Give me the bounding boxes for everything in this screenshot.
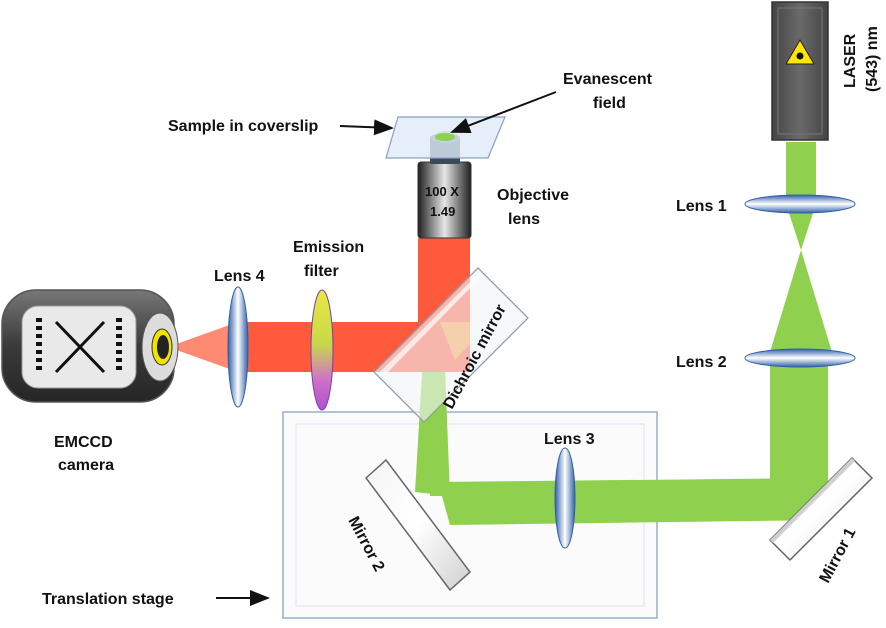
laser-label-1: LASER xyxy=(842,33,859,88)
objective-label-1: Objective xyxy=(497,187,569,204)
sample-arrow xyxy=(339,119,394,136)
emccd-camera xyxy=(1,289,179,403)
mirror-1-label: Mirror 1 xyxy=(817,525,860,586)
objective-label-2: lens xyxy=(508,211,540,228)
lens-4-label: Lens 4 xyxy=(214,268,265,285)
laser-label-2: (543) nm xyxy=(864,26,881,92)
dichroic-mirror xyxy=(373,267,529,423)
laser-source xyxy=(771,1,829,141)
camera-label-2: camera xyxy=(58,457,114,474)
lens-1-label: Lens 1 xyxy=(676,198,727,215)
emission-filter-label-1: Emission xyxy=(293,239,364,256)
lens-3 xyxy=(554,447,576,549)
laser-hazard-icon xyxy=(785,39,815,65)
sample-label: Sample in coverslip xyxy=(168,118,319,135)
lens-2-label: Lens 2 xyxy=(676,354,727,371)
lens-2 xyxy=(744,348,856,368)
camera-label-1: EMCCD xyxy=(54,434,113,451)
evanescent-arrow xyxy=(450,91,557,134)
lens-4 xyxy=(227,286,249,408)
evanescent-label-1: Evanescent xyxy=(563,71,653,88)
stage-label: Translation stage xyxy=(42,591,174,608)
mirror-2 xyxy=(364,458,472,592)
lens-1 xyxy=(744,194,856,214)
lens-3-label: Lens 3 xyxy=(544,431,595,448)
objective-na: 1.49 xyxy=(430,204,455,219)
emission-filter xyxy=(310,289,334,411)
emission-filter-label-2: filter xyxy=(304,263,339,280)
objective-mag: 100 X xyxy=(425,184,459,199)
evanescent-label-2: field xyxy=(593,95,626,112)
